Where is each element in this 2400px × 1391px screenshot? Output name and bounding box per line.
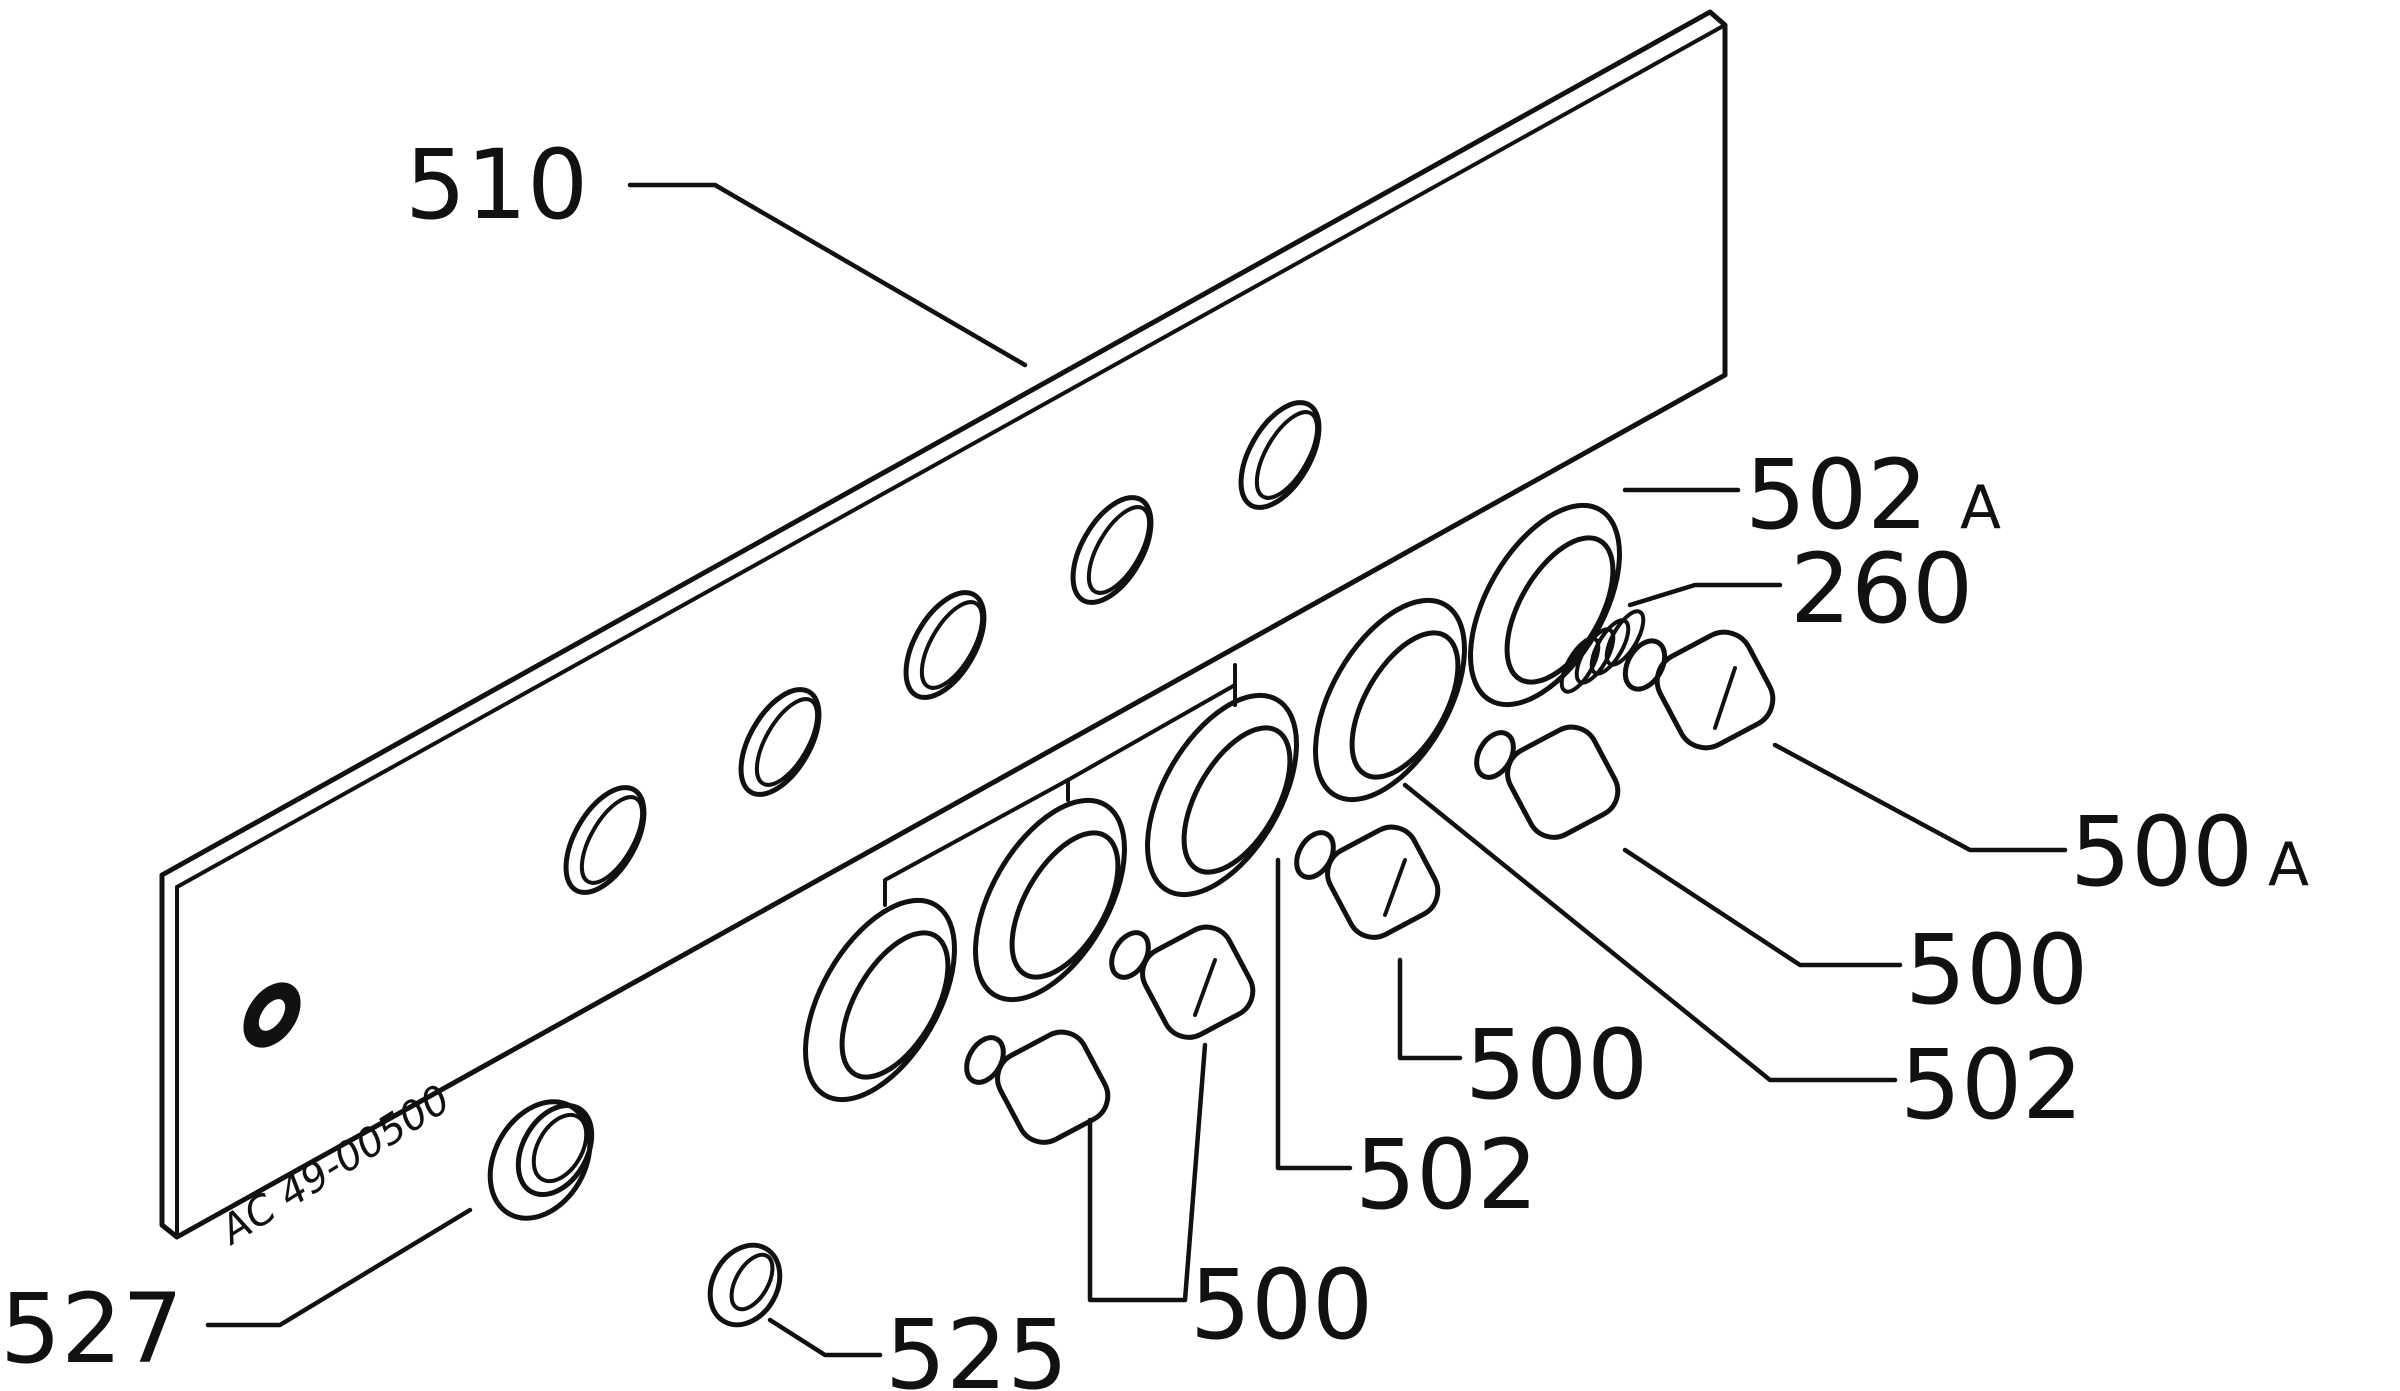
callout-500A-suffix: A [2268, 830, 2309, 900]
callout-510: 510 [405, 129, 588, 241]
knobs-500 [964, 629, 1776, 1145]
bezel-ring [973, 797, 1127, 1003]
callout-502-middle: 502 [1355, 1119, 1538, 1231]
knob [964, 1029, 1111, 1145]
knob [1109, 924, 1256, 1040]
callout-260: 260 [1790, 533, 1973, 645]
callout-500A: 500 [2070, 796, 2253, 908]
leader-lines [205, 182, 2068, 1358]
ring-bracket [883, 663, 1237, 907]
callout-500-right: 500 [1905, 914, 2088, 1026]
bezel-ring [803, 897, 957, 1103]
callout-500-bottom: 500 [1190, 1249, 1373, 1361]
bezel-ring [1145, 692, 1299, 898]
panel-knob-holes [563, 400, 1322, 895]
bezel-rings-502 [803, 502, 1622, 1103]
callout-labels: 510 502 A 260 500 A 500 502 500 502 500 … [0, 129, 2309, 1391]
knob [1474, 724, 1621, 840]
callout-502A-suffix: A [1960, 473, 2001, 543]
knob [1294, 824, 1441, 940]
callout-525: 525 [885, 1299, 1068, 1391]
cap-525 [707, 1242, 783, 1328]
panel-stamp-text: AC 49-00500 [210, 1076, 458, 1255]
knob-500A [1622, 629, 1776, 751]
bushing-527 [487, 1099, 595, 1221]
spring-260 [1559, 609, 1646, 694]
callout-502-right: 502 [1900, 1029, 2083, 1141]
callout-502A: 502 [1745, 439, 1928, 551]
bezel-ring [1313, 597, 1467, 803]
callout-527: 527 [0, 1273, 183, 1385]
callout-500-middle: 500 [1465, 1009, 1648, 1121]
